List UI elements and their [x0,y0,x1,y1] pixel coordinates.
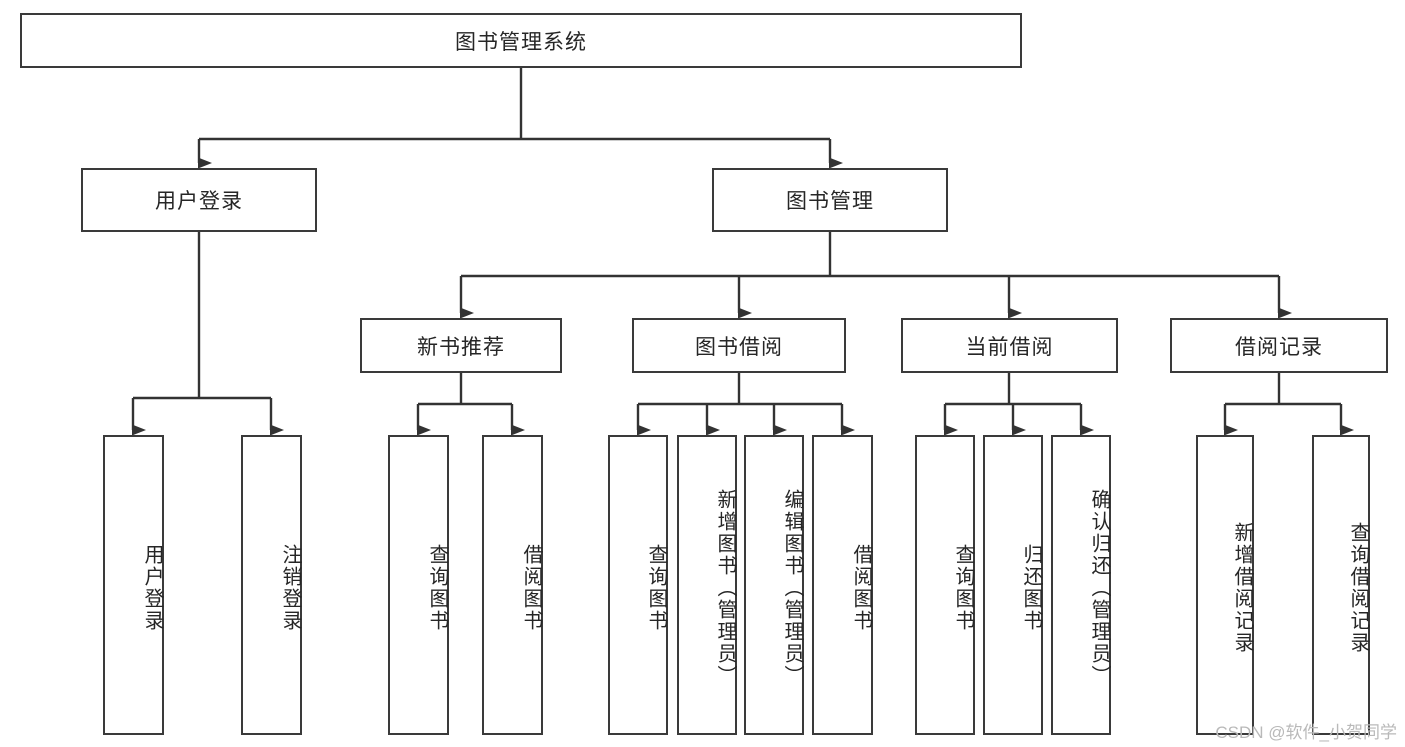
node-root-label: 图书管理系统 [455,30,587,54]
node-user-login-label: 用户登录 [155,190,243,213]
node-leaf-user-login[interactable]: 用户登录 [103,435,164,735]
node-book-manage[interactable]: 图书管理 [712,168,948,232]
node-book-borrow-label: 图书借阅 [695,335,783,359]
node-leaf-query-book-borrow-label: 查询图书 [645,544,667,632]
node-borrow-record-label: 借阅记录 [1235,335,1323,359]
node-new-book-rec[interactable]: 新书推荐 [360,318,562,373]
node-leaf-confirm-return-label: 确认归还（管理员） [1088,489,1110,687]
node-new-book-rec-label: 新书推荐 [417,335,505,359]
node-book-borrow[interactable]: 图书借阅 [632,318,846,373]
node-leaf-borrow-book[interactable]: 借阅图书 [812,435,873,735]
node-leaf-query-book-cur[interactable]: 查询图书 [915,435,975,735]
node-leaf-query-book-rec-label: 查询图书 [426,544,448,632]
node-leaf-borrow-book-label: 借阅图书 [850,544,872,632]
node-leaf-edit-book-label: 编辑图书（管理员） [781,489,803,687]
node-leaf-add-record[interactable]: 新增借阅记录 [1196,435,1254,735]
node-leaf-borrow-book-rec[interactable]: 借阅图书 [482,435,543,735]
node-leaf-query-record[interactable]: 查询借阅记录 [1312,435,1370,735]
node-leaf-query-record-label: 查询借阅记录 [1347,522,1369,654]
node-leaf-query-book-rec[interactable]: 查询图书 [388,435,449,735]
node-current-borrow-label: 当前借阅 [965,335,1054,359]
node-user-login[interactable]: 用户登录 [81,168,317,232]
node-leaf-logout-label: 注销登录 [279,544,301,632]
node-leaf-user-login-label: 用户登录 [141,544,163,632]
node-borrow-record[interactable]: 借阅记录 [1170,318,1388,373]
node-leaf-borrow-book-rec-label: 借阅图书 [520,544,542,632]
node-leaf-query-book-borrow[interactable]: 查询图书 [608,435,668,735]
node-book-manage-label: 图书管理 [786,190,874,213]
node-current-borrow[interactable]: 当前借阅 [901,318,1118,373]
node-leaf-confirm-return[interactable]: 确认归还（管理员） [1051,435,1111,735]
node-leaf-add-book-label: 新增图书（管理员） [714,489,736,687]
node-leaf-return-book-label: 归还图书 [1020,544,1042,632]
node-leaf-add-record-label: 新增借阅记录 [1231,522,1253,654]
node-leaf-logout[interactable]: 注销登录 [241,435,302,735]
node-leaf-edit-book[interactable]: 编辑图书（管理员） [744,435,804,735]
node-root[interactable]: 图书管理系统 [20,13,1022,68]
node-leaf-query-book-cur-label: 查询图书 [952,544,974,632]
node-leaf-return-book[interactable]: 归还图书 [983,435,1043,735]
node-leaf-add-book[interactable]: 新增图书（管理员） [677,435,737,735]
